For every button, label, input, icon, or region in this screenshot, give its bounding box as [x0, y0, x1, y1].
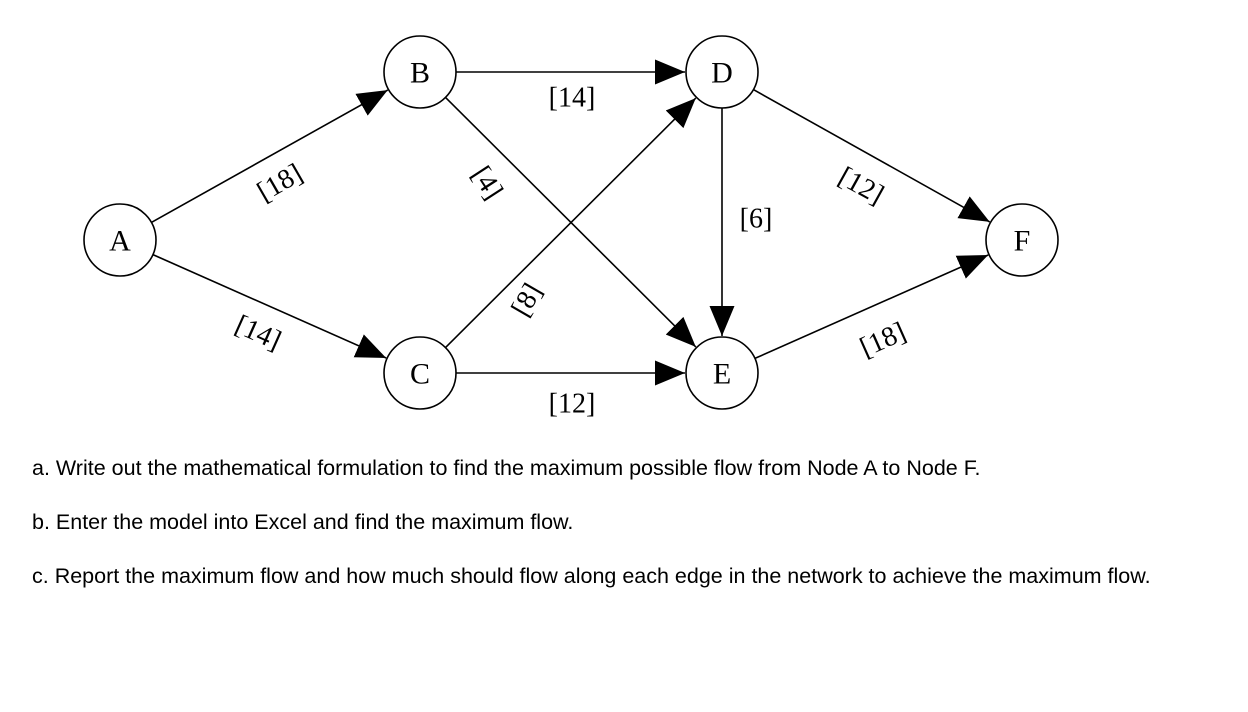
edge-capacity-c-e: [12] — [549, 389, 596, 420]
node-a: A — [83, 203, 157, 277]
edge-line — [754, 254, 989, 360]
node-label: F — [1014, 225, 1031, 258]
edge-capacity-d-e: [6] — [740, 204, 773, 235]
node-f: F — [985, 203, 1059, 277]
edge-line — [152, 253, 387, 359]
question-c: c. Report the maximum flow and how much … — [32, 564, 1151, 588]
edge-c-d — [444, 97, 697, 349]
node-circle — [985, 203, 1059, 277]
node-circle — [83, 203, 157, 277]
question-b: b. Enter the model into Excel and find t… — [32, 510, 574, 534]
edge-capacity-b-d: [14] — [549, 83, 596, 114]
node-label: B — [410, 57, 430, 90]
node-circle — [685, 35, 759, 109]
node-label: E — [713, 358, 731, 391]
edge-d-f — [753, 88, 991, 223]
node-label: A — [109, 225, 131, 258]
edge-line — [753, 88, 991, 223]
node-b: B — [383, 35, 457, 109]
questions-block: a. Write out the mathematical formulatio… — [32, 450, 1172, 612]
node-circle — [383, 35, 457, 109]
edge-capacity-c-d: [8] — [505, 278, 548, 322]
node-d: D — [685, 35, 759, 109]
edge-line — [444, 97, 697, 349]
edge-a-b — [151, 89, 389, 224]
node-circle — [383, 336, 457, 410]
edge-capacity-e-f: [18] — [855, 316, 910, 363]
node-label: D — [711, 57, 733, 90]
edge-e-f — [754, 254, 989, 360]
node-label: C — [410, 358, 430, 391]
node-e: E — [685, 336, 759, 410]
edge-capacity-d-f: [12] — [833, 161, 889, 211]
network-flow-diagram: [18] [14] [14] [4] [8] [12] [6] [12] [18] A B C D E F — [83, 35, 1059, 420]
question-a: a. Write out the mathematical formulatio… — [32, 456, 981, 480]
node-c: C — [383, 336, 457, 410]
edge-capacity-a-b: [18] — [252, 158, 308, 208]
edge-capacity-b-e: [4] — [465, 161, 509, 205]
edge-capacity-a-c: [14] — [230, 309, 285, 356]
edge-a-c — [152, 253, 387, 359]
node-circle — [685, 336, 759, 410]
edge-line — [151, 89, 389, 224]
